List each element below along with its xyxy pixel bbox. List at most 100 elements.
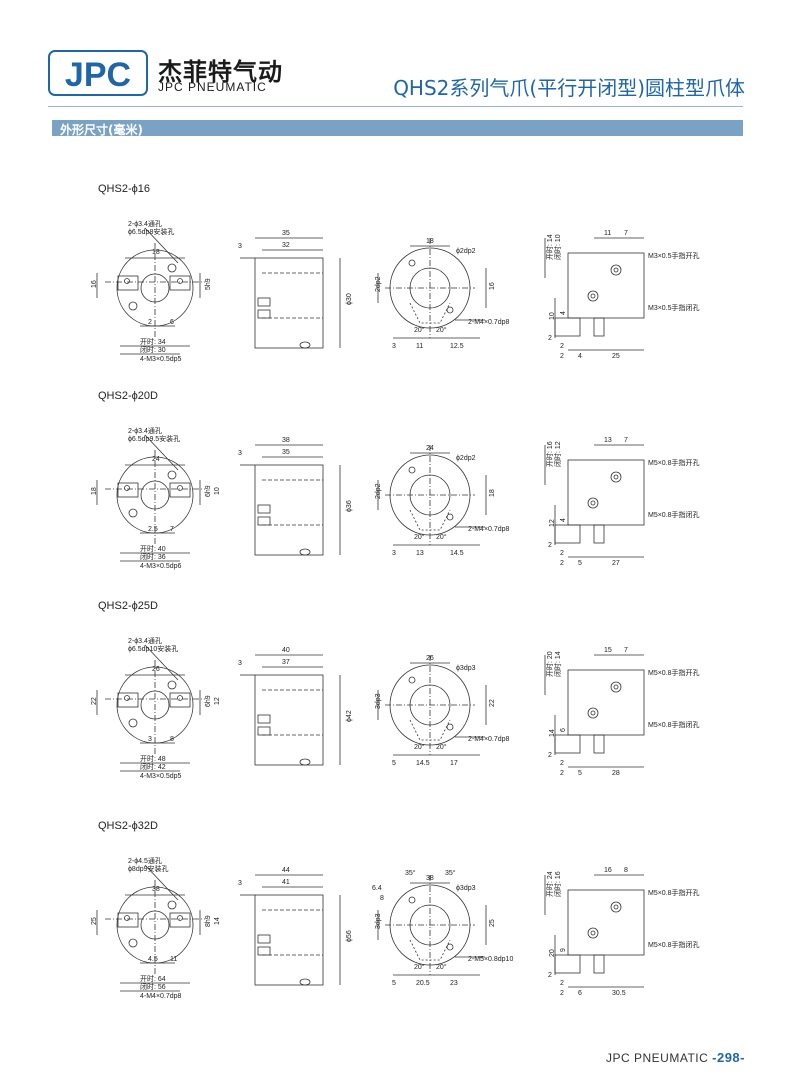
page-title: QHS2系列气爪(平行开闭型)圆柱型爪体 xyxy=(393,76,745,100)
dim-view4-l2: 4 xyxy=(560,311,567,315)
dim-view4-l2: 6 xyxy=(560,728,567,732)
dim-view4-l3: 2 xyxy=(548,972,552,979)
dim-front-open: 开时: 64 xyxy=(140,974,166,983)
dim-view4-top1: 11 xyxy=(604,230,611,237)
dim-view4-b2: 5 xyxy=(578,770,582,777)
dim-front-tap: 4-M4×0.7dp8 xyxy=(140,993,182,1000)
dim-front-tap: 4-M3×0.5dp5 xyxy=(140,356,182,363)
dim-front-closed: 闭时: 56 xyxy=(140,982,166,991)
dim-front-closed: 闭时: 42 xyxy=(140,762,166,771)
svg-text:JPC: JPC xyxy=(65,56,131,94)
dim-front-hole_note_2: ϕ6.5dp9.5安装孔 xyxy=(128,434,180,443)
dim-view4-b2: 4 xyxy=(578,353,582,360)
dim-view4-port_open: M5×0.8手指开孔 xyxy=(648,668,700,677)
dim-top-pin: ϕ3dp3 xyxy=(456,885,476,892)
dim-front-open: 开时: 40 xyxy=(140,544,166,553)
dim-top-right_dim: 25 xyxy=(489,919,496,927)
dim-front-right_dim: 6h9 xyxy=(205,485,212,497)
dim-top-right_dim: 22 xyxy=(489,699,496,707)
dim-top-right_dim: 18 xyxy=(489,489,496,497)
dim-front-left_dim: 22 xyxy=(91,697,98,705)
dim-view4-closed_v: 闭时: 12 xyxy=(553,441,562,467)
side-view xyxy=(240,654,341,766)
dim-front-top_dim: 38 xyxy=(152,886,160,893)
dim-view4-l4: 2 xyxy=(560,343,564,350)
dim-model: QHS2-ϕ16 xyxy=(98,183,151,195)
technical-drawing: 2-ϕ3.4通孔 ϕ6.5dp9.5安装孔 24 18 6h9 10 2.5 7… xyxy=(91,426,700,570)
dim-front-top_dim: 26 xyxy=(152,666,160,673)
dim-front-closed: 闭时: 30 xyxy=(140,345,166,354)
front-view xyxy=(96,644,205,772)
dim-view4-top2: 7 xyxy=(624,647,628,654)
dim-top-ang1: 20° xyxy=(414,963,425,971)
dim-view4-l3: 2 xyxy=(548,542,552,549)
dim-side-left_off: 3 xyxy=(238,450,242,457)
dim-top-ang2: 20° xyxy=(436,533,447,541)
dim-top-pin: ϕ3dp3 xyxy=(456,665,476,672)
section-title: 外形尺寸(毫米) xyxy=(60,123,143,137)
dim-top-b3: 23 xyxy=(450,980,458,987)
dim-front-b1: 4.5 xyxy=(148,956,158,963)
dim-front-right_dim2: 10 xyxy=(214,487,221,495)
page-footer: JPC PNEUMATIC -298- xyxy=(606,1050,745,1065)
dim-view4-closed_v: 闭时: 10 xyxy=(553,234,562,260)
dim-top-ang_top2: 35° xyxy=(445,869,456,877)
dim-view4-b1: 2 xyxy=(560,770,564,777)
dim-top-side_b: 8 xyxy=(380,895,384,902)
brand-chinese: 杰菲特气动 xyxy=(158,58,283,86)
dim-top-b1: 5 xyxy=(392,760,396,767)
dim-view4-top2: 7 xyxy=(624,230,628,237)
dim-front-right_dim: 8h9 xyxy=(205,915,212,927)
dim-top-ang2: 20° xyxy=(436,326,447,334)
dim-top-left_dim: 3dp3 xyxy=(375,913,382,929)
dim-side-left_off: 3 xyxy=(238,243,242,250)
dim-top-tap: 2-M4×0.7dp8 xyxy=(468,319,510,326)
dim-view4-l2: 9 xyxy=(560,948,567,952)
header-divider xyxy=(48,106,743,107)
dim-side-len_body: 35 xyxy=(282,449,290,456)
technical-drawing: 2-ϕ4.5通孔 ϕ8dp9安装孔 38 25 8h9 14 4.5 11 开时… xyxy=(91,856,700,1000)
dim-view4-open_v: 开时: 14 xyxy=(545,234,554,260)
dim-front-tap: 4-M3×0.5dp6 xyxy=(140,563,182,570)
dim-front-b2: 11 xyxy=(170,956,177,963)
dim-front-b2: 7 xyxy=(170,526,174,533)
dim-side-dia: ϕ30 xyxy=(346,293,353,305)
dim-top-b3: 14.5 xyxy=(450,550,464,557)
dim-side-dia: ϕ42 xyxy=(346,710,353,722)
dim-front-open: 开时: 48 xyxy=(140,754,166,763)
dim-top-right_dim: 16 xyxy=(489,282,496,290)
dim-top-top_dim: 38 xyxy=(426,875,434,882)
port-view xyxy=(544,237,645,351)
dim-top-tap: 2-M4×0.7dp8 xyxy=(468,526,510,533)
dim-top-b1: 3 xyxy=(392,550,396,557)
dim-top-ang1: 20° xyxy=(414,743,425,751)
front-view xyxy=(96,434,205,562)
dim-top-top_dim: 26 xyxy=(426,655,434,662)
dim-view4-b3: 27 xyxy=(612,560,620,567)
technical-drawing: 2-ϕ3.4通孔 ϕ6.5dp10安装孔 26 22 6h9 12 3 8 开时… xyxy=(91,636,700,780)
dim-view4-top1: 15 xyxy=(604,647,612,654)
dim-view4-port_close: M5×0.8手指闭孔 xyxy=(648,510,700,519)
dim-view4-open_v: 开时: 24 xyxy=(545,871,554,897)
dim-view4-l2: 4 xyxy=(560,518,567,522)
dim-view4-l1: 12 xyxy=(549,519,556,527)
dim-top-b2: 14.5 xyxy=(416,760,430,767)
dim-view4-b1: 2 xyxy=(560,353,564,360)
dim-view4-b3: 30.5 xyxy=(612,990,626,997)
dim-view4-top1: 13 xyxy=(604,437,612,444)
dim-front-left_dim: 18 xyxy=(91,487,98,495)
dim-front-b2: 6 xyxy=(170,319,174,326)
dim-front-b1: 2.5 xyxy=(148,526,158,533)
dim-top-left_dim: 2dp2 xyxy=(375,276,382,292)
dim-front-hole_note_2: ϕ6.5dp10安装孔 xyxy=(128,644,178,653)
dim-front-left_dim: 25 xyxy=(91,917,98,925)
dim-top-b3: 12.5 xyxy=(450,343,464,350)
dim-top-b2: 13 xyxy=(416,550,424,557)
front-view xyxy=(96,864,205,992)
dim-view4-l3: 2 xyxy=(548,752,552,759)
dim-model: QHS2-ϕ25D xyxy=(98,600,158,612)
brand-english: JPC PNEUMATIC xyxy=(158,80,267,94)
dim-view4-l4: 2 xyxy=(560,550,564,557)
dim-top-ang1: 20° xyxy=(414,326,425,334)
dim-view4-top2: 8 xyxy=(624,867,628,874)
